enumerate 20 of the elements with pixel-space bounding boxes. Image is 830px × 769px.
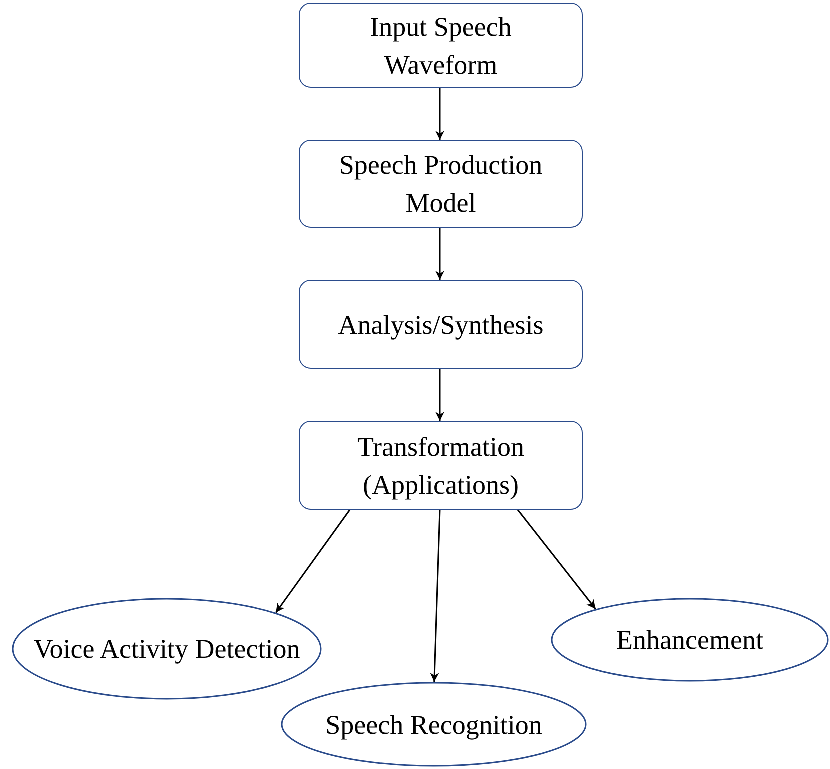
process-box [299, 280, 583, 369]
process-box [299, 421, 583, 510]
arrow [436, 88, 444, 140]
node-label: Transformation (Applications) [356, 430, 526, 502]
node-label: Analysis/Synthesis [338, 308, 544, 342]
node-label: Voice Activity Detection [34, 633, 300, 666]
process-box [299, 3, 583, 88]
node-label: Input Speech Waveform [369, 10, 513, 82]
arrow [436, 369, 444, 421]
arrow [275, 510, 351, 614]
output-ellipse [12, 598, 322, 700]
node-label: Speech Recognition [326, 708, 542, 742]
arrow [430, 510, 441, 682]
arrow [517, 510, 596, 610]
output-ellipse [281, 682, 587, 767]
node-label: Enhancement [616, 624, 764, 657]
output-ellipse [551, 598, 829, 682]
process-box [299, 140, 583, 228]
arrow [436, 228, 444, 280]
node-label: Speech Production Model [338, 149, 544, 220]
